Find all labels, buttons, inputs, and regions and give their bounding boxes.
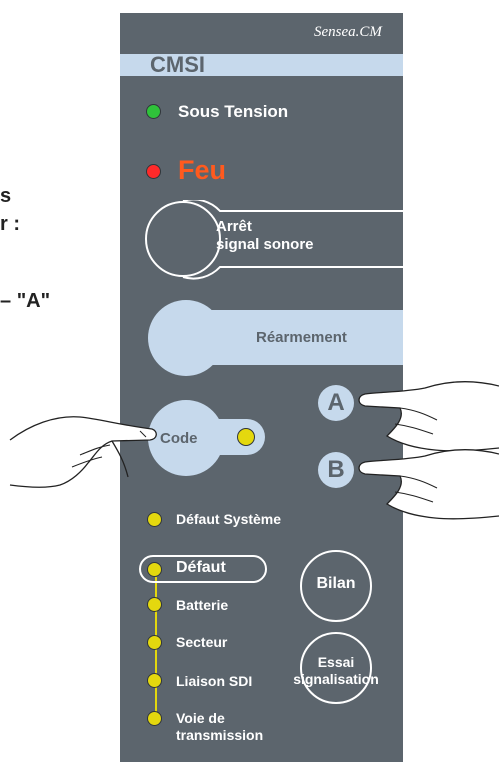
brand-logo: Sensea.CM	[314, 24, 382, 40]
label-rearmement: Réarmement	[256, 329, 347, 346]
led-feu	[146, 164, 161, 179]
label-arret: Arrêt signal sonore	[216, 218, 314, 254]
label-code: Code	[160, 430, 198, 447]
led-sous-tension	[146, 104, 161, 119]
label-essai: Essai signalisation	[292, 654, 380, 688]
instruction-key-a: "A"	[16, 290, 51, 312]
instruction-line-3: – "A"	[0, 290, 51, 312]
led-batterie	[147, 597, 162, 612]
label-bilan: Bilan	[316, 575, 356, 592]
defaut-frame	[139, 555, 267, 583]
bilan-button[interactable]	[300, 550, 372, 622]
right-hand-b-icon	[358, 449, 499, 520]
led-secteur	[147, 635, 162, 650]
arret-signal-sonore-button[interactable]	[146, 202, 222, 278]
led-defaut-systeme	[147, 512, 162, 527]
left-hand-icon	[9, 416, 157, 488]
led-code	[237, 428, 255, 446]
instruction-line-2: r :	[0, 213, 20, 235]
b-button[interactable]	[318, 452, 354, 488]
label-b: B	[327, 456, 345, 483]
right-hand-a-icon	[358, 381, 499, 452]
label-arret-line2: signal sonore	[216, 236, 314, 253]
label-voie-transmission: Voie de transmission	[176, 710, 263, 744]
label-a: A	[327, 389, 345, 416]
panel-title: CMSI	[150, 52, 205, 77]
label-defaut: Défaut	[176, 559, 226, 576]
label-essai-line1: Essai	[317, 654, 355, 670]
arret-button-frame	[145, 200, 403, 280]
rearmement-button[interactable]	[148, 300, 224, 376]
title-band	[120, 54, 403, 76]
label-voie-line1: Voie de	[176, 710, 225, 726]
led-voie-transmission	[147, 711, 162, 726]
label-voie-line2: transmission	[176, 727, 264, 743]
label-secteur: Secteur	[176, 634, 228, 650]
label-essai-line2: signalisation	[293, 671, 379, 687]
led-defaut	[147, 562, 162, 577]
instruction-line-1: s	[0, 185, 12, 207]
label-arret-line1: Arrêt	[216, 218, 252, 235]
label-liaison-sdi: Liaison SDI	[176, 673, 253, 689]
label-feu: Feu	[178, 155, 227, 185]
led-liaison-sdi	[147, 673, 162, 688]
a-button[interactable]	[318, 385, 354, 421]
code-button[interactable]	[148, 400, 224, 476]
essai-signalisation-button[interactable]	[300, 632, 372, 704]
label-batterie: Batterie	[176, 597, 229, 613]
label-defaut-systeme: Défaut Système	[176, 511, 282, 527]
label-sous-tension: Sous Tension	[178, 102, 289, 121]
